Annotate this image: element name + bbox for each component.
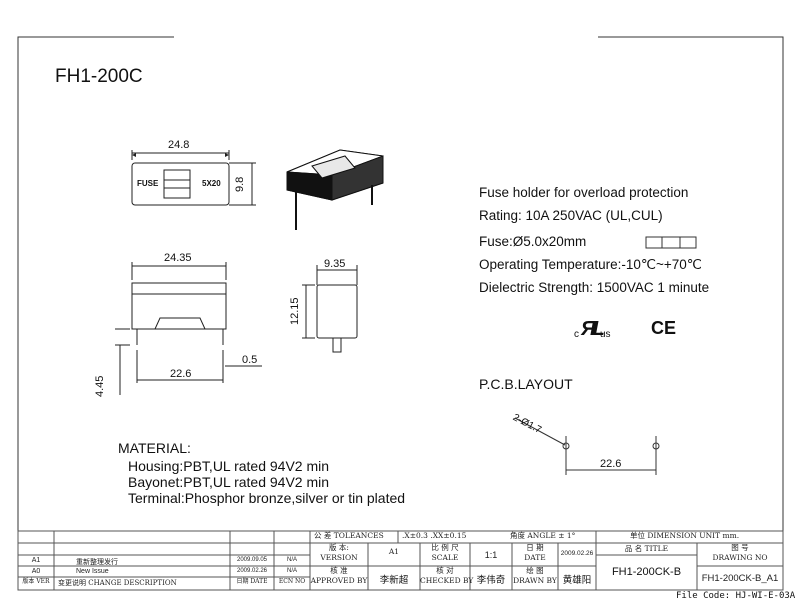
checked-label-en: CHECKED BY: [420, 576, 474, 585]
dim-pin-length: 4.45: [94, 375, 106, 397]
version-label-cn: 版 本:: [329, 543, 349, 552]
ce-mark-icon: CE: [651, 318, 677, 338]
dim-pcb-spacing: 22.6: [600, 458, 622, 470]
drawing-no-value: FH1-200CK-B_A1: [701, 573, 779, 584]
revision-date: 2009.09.05: [236, 557, 268, 563]
dim-top-height: 9.8: [234, 176, 246, 192]
date-label-cn: 日 期: [526, 543, 544, 552]
ul-c-label: c: [574, 329, 579, 340]
tolerance-label: 公 差 TOLEANCES: [314, 531, 384, 540]
material-housing: Housing:PBT,UL rated 94V2 min: [128, 458, 330, 474]
spec-fuse: Fuse:Ø5.0x20mm: [479, 234, 587, 249]
revision-ver: A1: [31, 557, 41, 564]
header-date: 日期 DATE: [236, 578, 268, 585]
title-value: FH1-200CK-B: [611, 566, 682, 578]
revision-ecn: N/A: [286, 557, 297, 563]
part-title: FH1-200C: [55, 66, 143, 87]
dim-front-width: 24.35: [164, 252, 192, 264]
revision-desc: New Issue: [76, 568, 109, 575]
border-frame: [17, 36, 784, 591]
approved-label-cn: 核 准: [330, 566, 348, 575]
version-value: A1: [388, 547, 400, 556]
date-label-en: DATE: [524, 553, 546, 562]
dim-side-width: 9.35: [324, 258, 346, 270]
scale-value: 1:1: [484, 550, 498, 560]
revision-ver: A0: [31, 568, 41, 575]
scale-label-en: SCALE: [431, 553, 459, 562]
isometric-view: [286, 149, 384, 230]
top-view: [131, 150, 256, 206]
spec-description: Fuse holder for overload protection: [479, 185, 689, 200]
date-value: 2009.02.26: [560, 550, 594, 557]
header-ver: 版本 VER: [22, 578, 50, 585]
drawn-label-cn: 绘 图: [526, 566, 544, 575]
title-block-grid: [17, 530, 784, 591]
version-label-en: VERSION: [320, 553, 358, 562]
spec-temperature: Operating Temperature:-10℃~+70℃: [479, 257, 702, 272]
revision-ecn: N/A: [286, 568, 297, 574]
label-size: 5X20: [202, 179, 221, 188]
ul-us-label: us: [600, 329, 611, 340]
pcb-layout: [514, 417, 660, 475]
front-view: [115, 262, 262, 395]
header-ecn: ECN NO: [278, 578, 306, 585]
material-terminal: Terminal:Phosphor bronze,silver or tin p…: [128, 490, 406, 506]
material-bayonet: Bayonet:PBT,UL rated 94V2 min: [128, 474, 330, 490]
dim-top-width: 24.8: [168, 139, 190, 151]
title-label: 品 名 TITLE: [624, 544, 669, 553]
checked-label-cn: 核 对: [436, 566, 454, 575]
label-fuse: FUSE: [137, 179, 159, 188]
angle-tolerance: 角度 ANGLE ± 1°: [510, 531, 576, 540]
dim-pin-spacing: 22.6: [170, 368, 192, 380]
revision-date: 2009.02.26: [236, 568, 268, 574]
drawn-label-en: DRAWN BY: [513, 576, 557, 585]
dim-height: 12.15: [289, 297, 301, 325]
material-heading: MATERIAL:: [118, 440, 191, 456]
header-desc: 变更说明 CHANGE DESCRIPTION: [58, 579, 177, 587]
fuse-symbol: [645, 236, 697, 249]
spec-dielectric: Dielectric Strength: 1500VAC 1 minute: [479, 280, 710, 295]
side-view: [302, 265, 358, 353]
pcb-layout-title: P.C.B.LAYOUT: [479, 376, 573, 392]
ul-mark-icon: c ЯL us: [574, 318, 611, 342]
checked-name: 李伟奇: [476, 575, 506, 586]
dim-pin-width: 0.5: [242, 354, 258, 366]
drawing-no-label-cn: 图 号: [731, 543, 749, 552]
drawn-name: 黄雄阳: [562, 575, 592, 586]
revision-desc: 重新整理发行: [76, 559, 118, 566]
ul-logo-glyph: ЯL: [581, 318, 605, 340]
tolerance-values: .X±0.3 .XX±0.15: [402, 531, 467, 540]
drawing-no-label-en: DRAWING NO: [712, 553, 768, 562]
approved-label-en: APPROVED BY: [310, 576, 368, 585]
approved-name: 李新超: [379, 575, 409, 586]
file-code: File Code: HJ-WI-E-03A: [676, 591, 796, 601]
unit-label: 单位 DIMENSION UNIT mm.: [630, 531, 740, 540]
spec-rating: Rating: 10A 250VAC (UL,CUL): [479, 208, 663, 223]
scale-label-cn: 比 例 尺: [431, 543, 459, 552]
